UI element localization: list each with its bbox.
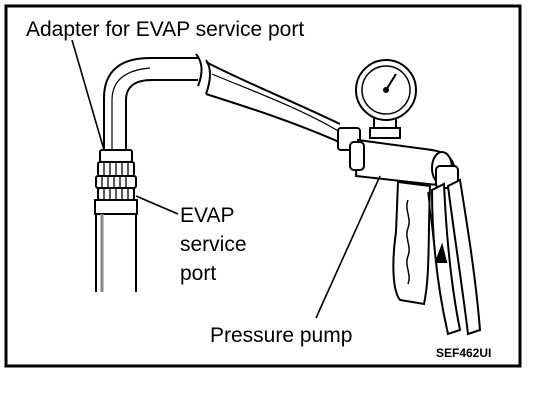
adapter-leader: [71, 39, 105, 151]
service-port-leader: [135, 195, 179, 215]
hose: [103, 53, 349, 150]
service-port-label-line1: EVAP: [180, 204, 234, 227]
pump-label: Pressure pump: [210, 324, 352, 347]
pump-leader: [315, 175, 381, 319]
pressure-pump: [337, 127, 482, 336]
service-port-label-line3: port: [180, 262, 216, 285]
figure-frame: [4, 4, 522, 368]
adapter-coupling: [95, 149, 137, 201]
service-port-label-line2: service: [180, 233, 247, 256]
leader-lines: [71, 39, 381, 319]
adapter-label: Adapter for EVAP service port: [26, 18, 304, 41]
pressure-gauge: [355, 59, 417, 139]
evap-service-port: [94, 199, 138, 292]
figure-code: SEF462UI: [436, 346, 491, 360]
